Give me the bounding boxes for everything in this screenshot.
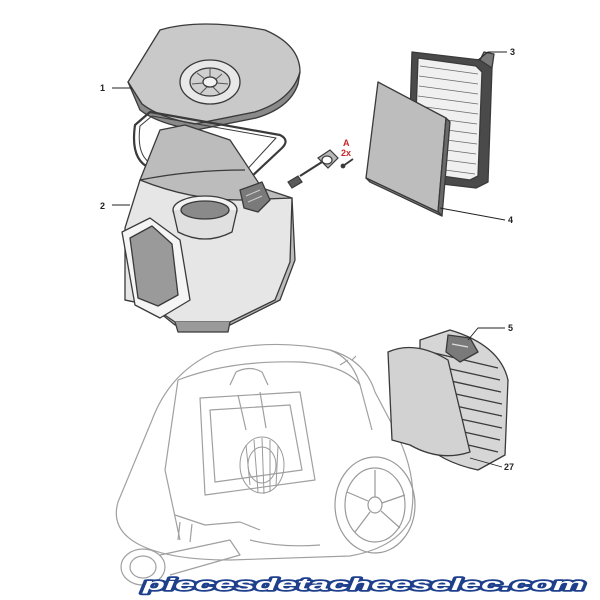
- part-1-top-lid: [127, 23, 301, 131]
- callout-1: 1: [100, 83, 105, 93]
- part-4-foam-filter: [365, 81, 451, 217]
- ref-a-screw-assembly: [287, 149, 354, 189]
- callout-4: 4: [508, 215, 513, 225]
- ref-quantity: 2x: [341, 148, 351, 158]
- part-2-dust-container: [121, 124, 296, 333]
- ref-letter-a: A: [343, 138, 350, 148]
- callout-leaders: [112, 51, 507, 468]
- callout-2: 2: [100, 201, 105, 211]
- part-27-foam-pad: [387, 346, 471, 457]
- vacuum-body-ghost: [115, 343, 414, 586]
- callout-5: 5: [508, 323, 513, 333]
- callout-3: 3: [510, 47, 515, 57]
- watermark-text: piecesdetacheeselec.com: [141, 575, 585, 594]
- fan-rotor-ghost: [239, 436, 285, 495]
- rear-wheel-ghost: [334, 456, 416, 554]
- callout-27: 27: [504, 462, 514, 472]
